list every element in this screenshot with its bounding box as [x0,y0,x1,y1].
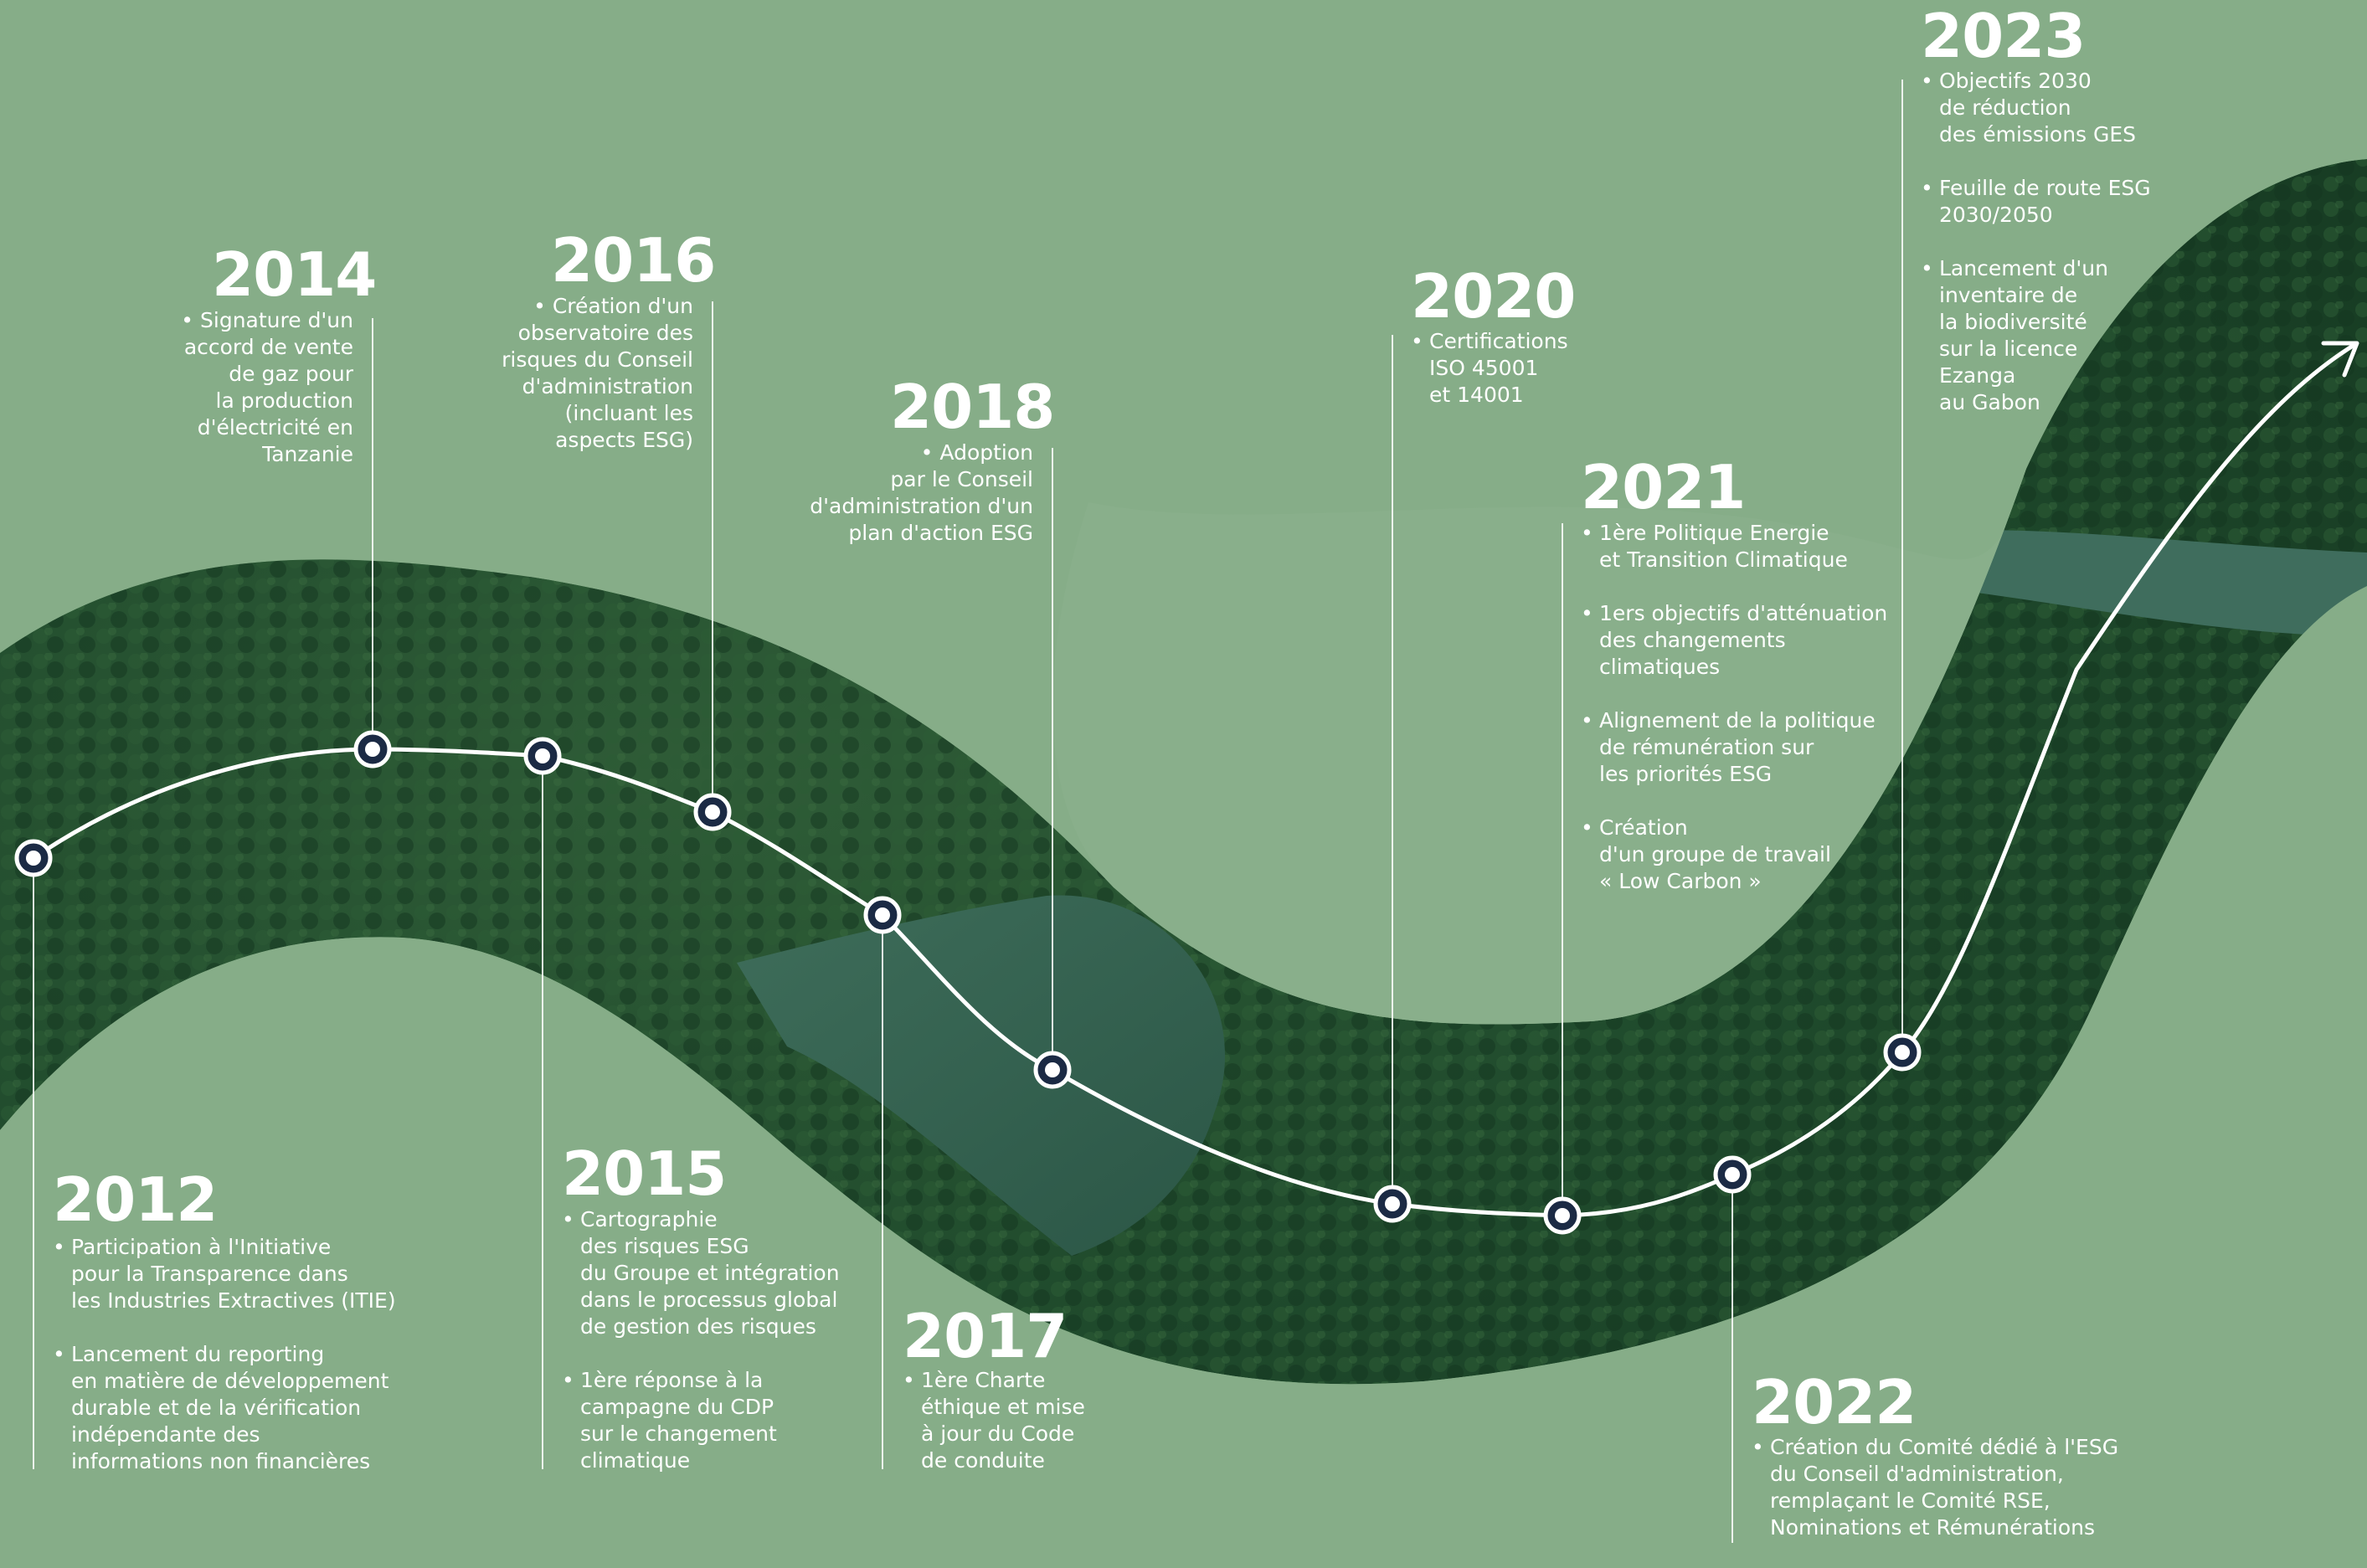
milestone-item: 1ère réponse à la campagne du CDP sur le… [562,1367,846,1474]
milestone-item: Feuille de route ESG 2030/2050 [1921,175,2239,229]
milestone-item: Création d'un observatoire des risques d… [469,293,693,454]
milestone-item: 1ers objectifs d'atténuation des changem… [1581,600,1932,681]
year-2014: 2014 [212,239,377,310]
timeline-node-icon [1543,1196,1582,1235]
timeline-curve [32,341,2359,1218]
milestone-2020: Certifications ISO 45001 et 14001 [1411,328,1595,435]
timeline-node-icon [14,839,53,877]
milestone-2016: Création d'un observatoire des risques d… [469,293,693,481]
milestone-item: Création du Comité dédié à l'ESG du Cons… [1752,1434,2170,1541]
year-2012: 2012 [53,1164,218,1235]
timeline-node-icon [1713,1155,1752,1194]
milestone-2017: 1ère Charte éthique et mise à jour du Co… [903,1367,1120,1501]
year-2017: 2017 [903,1301,1068,1371]
year-2015: 2015 [562,1139,727,1209]
year-2022: 2022 [1752,1367,1917,1437]
milestone-item: Création d'un groupe de travail « Low Ca… [1581,815,1932,895]
milestone-2014: Signature d'un accord de vente de gaz po… [100,307,353,495]
timeline-node-icon [1373,1185,1412,1223]
milestone-item: Certifications ISO 45001 et 14001 [1411,328,1595,409]
year-2023: 2023 [1921,1,2086,71]
milestone-item: Lancement du reporting en matière de dév… [53,1341,404,1475]
milestone-2018: Adoption par le Conseil d'administration… [779,440,1033,573]
arrow-head-icon [2321,341,2359,378]
milestone-item: Participation à l'Initiative pour la Tra… [53,1234,404,1314]
river [737,895,1226,1256]
timeline-node-icon [353,730,392,769]
milestone-item: 1ère Politique Energie et Transition Cli… [1581,520,1932,573]
milestone-item: Cartographie des risques ESG du Groupe e… [562,1206,846,1340]
milestone-item: Lancement d'un inventaire de la biodiver… [1921,255,2239,416]
milestone-2023: Objectifs 2030 de réduction des émission… [1921,68,2239,443]
timeline-node-icon [693,793,732,831]
milestone-item: 1ère Charte éthique et mise à jour du Co… [903,1367,1120,1474]
milestone-item: Signature d'un accord de vente de gaz po… [100,307,353,468]
timeline-nodes [14,730,1922,1235]
timeline-node-icon [523,737,562,775]
milestone-item: Alignement de la politique de rémunérati… [1581,707,1932,788]
forest-texture [0,159,2367,1385]
timeline-node-icon [1033,1051,1072,1089]
year-2018: 2018 [890,372,1055,442]
milestone-2022: Création du Comité dédié à l'ESG du Cons… [1752,1434,2170,1568]
milestone-item: Objectifs 2030 de réduction des émission… [1921,68,2239,148]
milestone-2012: Participation à l'Initiative pour la Tra… [53,1234,404,1502]
year-2021: 2021 [1581,452,1746,522]
milestone-2021: 1ère Politique Energie et Transition Cli… [1581,520,1932,922]
year-2016: 2016 [551,225,716,296]
river-far [1892,530,2367,636]
connector-lines [33,80,1903,1543]
milestone-item: Adoption par le Conseil d'administration… [779,440,1033,547]
timeline-node-icon [863,896,902,934]
year-2020: 2020 [1411,261,1576,332]
milestone-2015: Cartographie des risques ESG du Groupe e… [562,1206,846,1501]
timeline-node-icon [1883,1033,1922,1072]
